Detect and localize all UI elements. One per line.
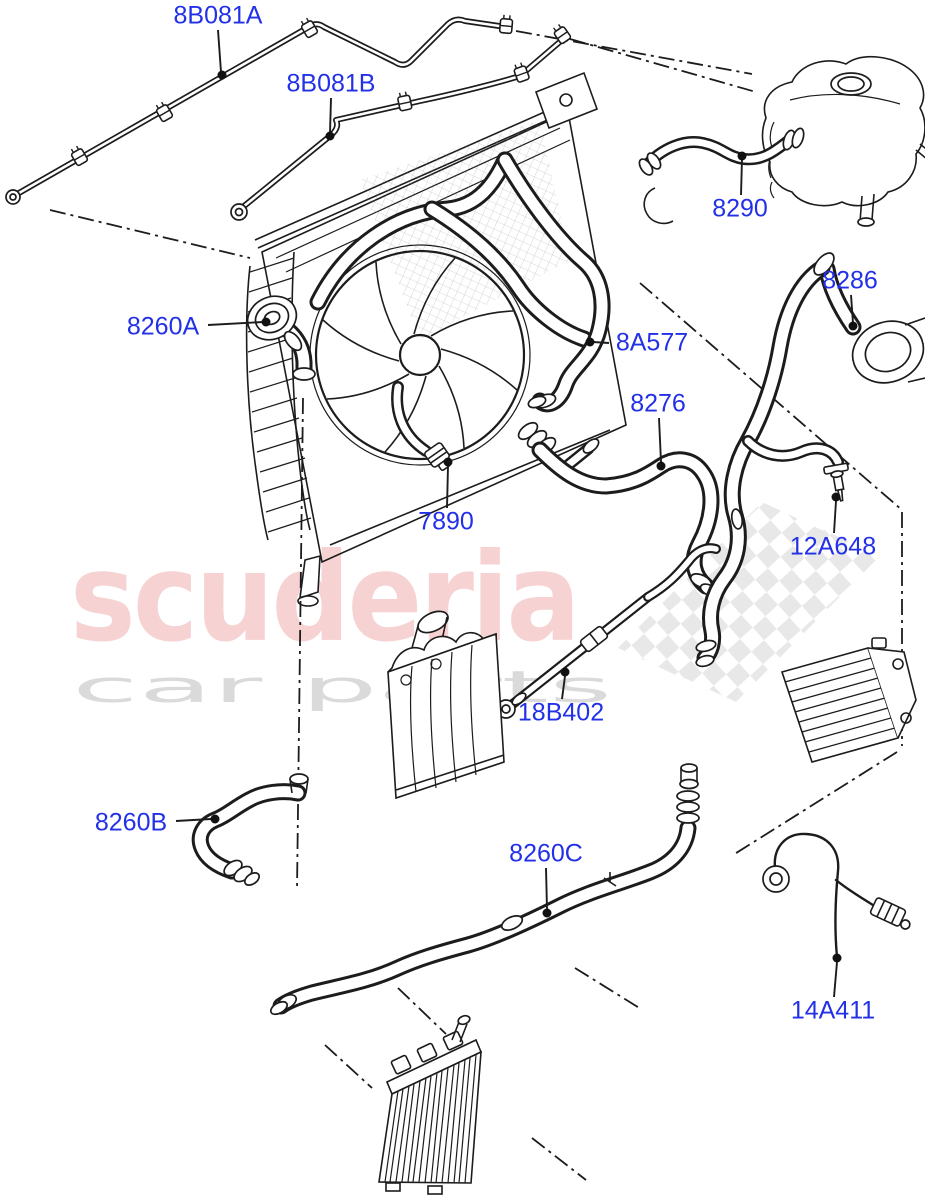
part-callout-14A411[interactable]: 14A411	[790, 996, 876, 1025]
watermark-brand: scuderia	[70, 527, 578, 669]
leader-dot-8260A	[261, 317, 271, 327]
leader-dot-8290	[737, 151, 747, 161]
leader-dot-14A411	[832, 953, 842, 963]
leader-line-8290	[740, 158, 743, 196]
leader-line-8A577	[592, 341, 610, 344]
part-callout-8260C[interactable]: 8260C	[509, 839, 583, 868]
leader-line-8260A	[207, 321, 264, 326]
hose-8260c-illustration	[269, 763, 700, 1016]
part-callout-8260A[interactable]: 8260A	[126, 312, 200, 341]
part-callout-18B402[interactable]: 18B402	[517, 698, 605, 727]
hose-8290-illustration	[638, 127, 805, 225]
pipe-8b081b-illustration	[230, 21, 573, 221]
charge-air-cooler-illustration	[387, 610, 505, 800]
part-callout-8276[interactable]: 8276	[630, 389, 686, 418]
callout-leader-lines	[175, 29, 858, 998]
part-callout-8A577[interactable]: 8A577	[615, 328, 689, 357]
leader-dot-8276	[656, 461, 666, 471]
leader-dot-18B402	[560, 667, 570, 677]
bleed-screw-12a648-illustration	[823, 462, 849, 502]
leader-line-12A648	[833, 500, 837, 534]
watermark-tagline: car parts	[72, 662, 612, 713]
leader-dot-8A577	[585, 337, 595, 347]
leader-dot-7890	[443, 457, 453, 467]
part-callout-8260B[interactable]: 8260B	[94, 808, 168, 837]
leader-dot-8286	[848, 321, 858, 331]
leader-line-14A411	[833, 961, 838, 998]
leader-line-8B081B	[329, 97, 332, 134]
part-callout-8B081A[interactable]: 8B081A	[173, 1, 263, 30]
drain-plug-7890-illustration	[424, 442, 451, 471]
projection-lines	[49, 30, 903, 1181]
leader-dot-8B081A	[217, 70, 227, 80]
hose-8276-illustration	[517, 421, 720, 597]
expansion-tank-illustration	[761, 55, 925, 227]
leader-dot-12A648	[831, 492, 841, 502]
leader-dot-8260B	[210, 814, 220, 824]
engine-oil-cooler-illustration	[780, 637, 917, 763]
leader-dot-8B081B	[325, 131, 335, 141]
wiring-14a411-illustration	[762, 832, 911, 959]
leader-line-18B402	[561, 675, 566, 700]
hose-8260a-illustration	[246, 295, 316, 381]
leader-line-8B081A	[217, 29, 222, 73]
part-callout-8B081B[interactable]: 8B081B	[286, 69, 376, 98]
pipe-8b081a-illustration	[5, 13, 514, 205]
part-callout-7890[interactable]: 7890	[418, 507, 474, 536]
leader-line-7890	[446, 465, 449, 509]
leader-dot-8260C	[542, 908, 552, 918]
hose-8286-illustration	[695, 252, 925, 668]
auxiliary-radiator-illustration	[378, 1014, 483, 1195]
hose-8260b-illustration	[200, 773, 309, 887]
leader-line-8260C	[545, 867, 548, 910]
radiator-fan-assembly-illustration	[245, 71, 627, 607]
part-callout-8290[interactable]: 8290	[712, 194, 768, 223]
part-callout-8286[interactable]: 8286	[822, 266, 878, 295]
part-callout-12A648[interactable]: 12A648	[789, 532, 877, 561]
leader-line-8286	[850, 294, 854, 324]
leader-line-8276	[658, 417, 662, 463]
leader-line-8260B	[175, 818, 212, 822]
hose-8a577-illustration	[505, 160, 602, 410]
